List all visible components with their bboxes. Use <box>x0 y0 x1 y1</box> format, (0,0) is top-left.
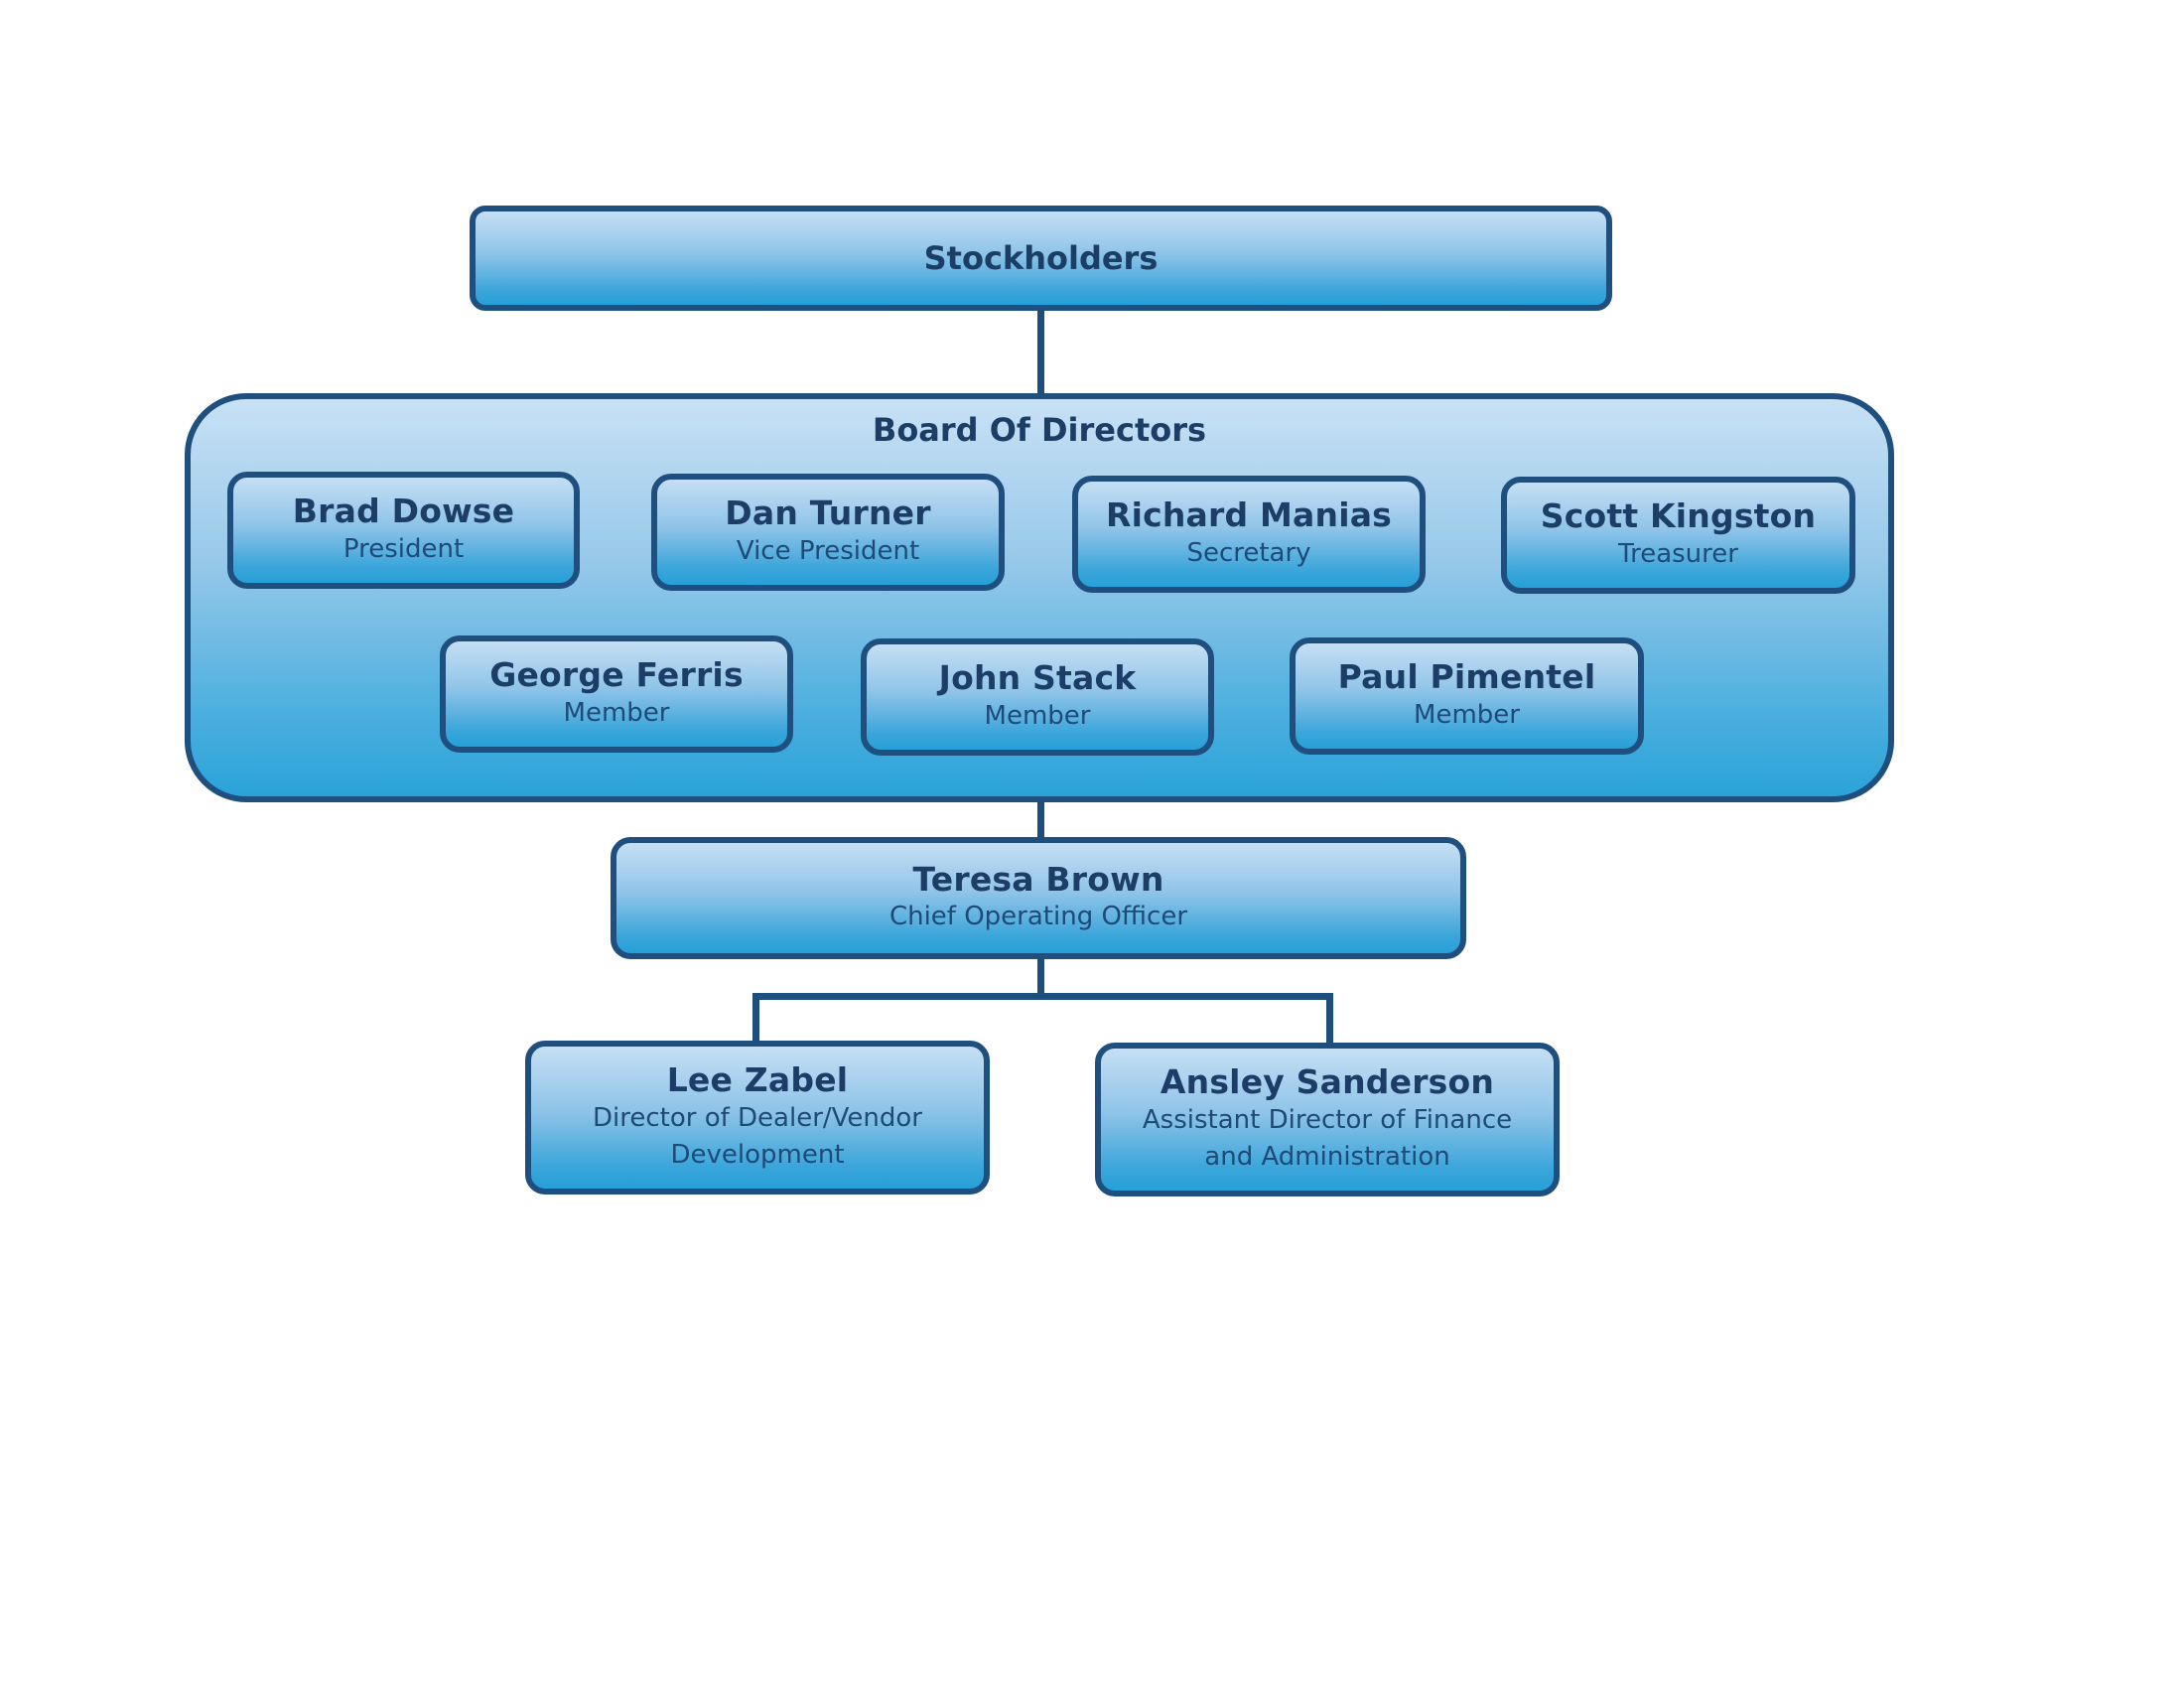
member-role: Vice President <box>736 535 920 566</box>
report-name: Lee Zabel <box>666 1060 849 1100</box>
connector-horizontal-reports <box>752 993 1333 1000</box>
board-member-card: Brad Dowse President <box>227 472 580 589</box>
member-role: Member <box>984 700 1091 731</box>
member-role: President <box>342 533 465 564</box>
connector-coo-down <box>1037 956 1044 1000</box>
board-title: Board Of Directors <box>872 411 1207 449</box>
report-role: Director of Dealer/Vendor Development <box>593 1102 922 1171</box>
coo-name: Teresa Brown <box>912 859 1164 899</box>
board-member-card: Scott Kingston Treasurer <box>1501 477 1855 594</box>
board-member-card: Dan Turner Vice President <box>651 474 1005 591</box>
member-name: Paul Pimentel <box>1337 657 1596 697</box>
board-member-card: Richard Manias Secretary <box>1072 476 1426 593</box>
stockholders-box: Stockholders <box>470 206 1612 311</box>
member-name: John Stack <box>938 658 1137 698</box>
report-name: Ansley Sanderson <box>1160 1062 1495 1102</box>
member-role: Treasurer <box>1618 538 1738 569</box>
board-member-card: George Ferris Member <box>440 635 793 753</box>
stockholders-label: Stockholders <box>923 239 1159 277</box>
member-role: Member <box>563 697 670 728</box>
report-card-ansley-sanderson: Ansley Sanderson Assistant Director of F… <box>1095 1043 1560 1196</box>
member-name: Scott Kingston <box>1540 496 1817 536</box>
member-role: Secretary <box>1186 537 1311 568</box>
connector-stockholders-board <box>1037 311 1044 395</box>
coo-box: Teresa Brown Chief Operating Officer <box>611 837 1466 959</box>
member-name: George Ferris <box>489 655 744 695</box>
connector-to-lee-zabel <box>752 993 759 1043</box>
board-member-card: Paul Pimentel Member <box>1290 637 1644 755</box>
member-name: Brad Dowse <box>292 492 515 531</box>
member-name: Richard Manias <box>1105 495 1393 535</box>
coo-role: Chief Operating Officer <box>888 902 1188 932</box>
member-role: Member <box>1414 699 1520 730</box>
report-card-lee-zabel: Lee Zabel Director of Dealer/Vendor Deve… <box>525 1041 990 1195</box>
connector-to-ansley-sanderson <box>1326 993 1333 1043</box>
connector-board-coo <box>1037 799 1044 839</box>
member-name: Dan Turner <box>725 493 931 533</box>
report-role: Assistant Director of Finance and Admini… <box>1142 1104 1513 1173</box>
board-member-card: John Stack Member <box>861 638 1214 756</box>
